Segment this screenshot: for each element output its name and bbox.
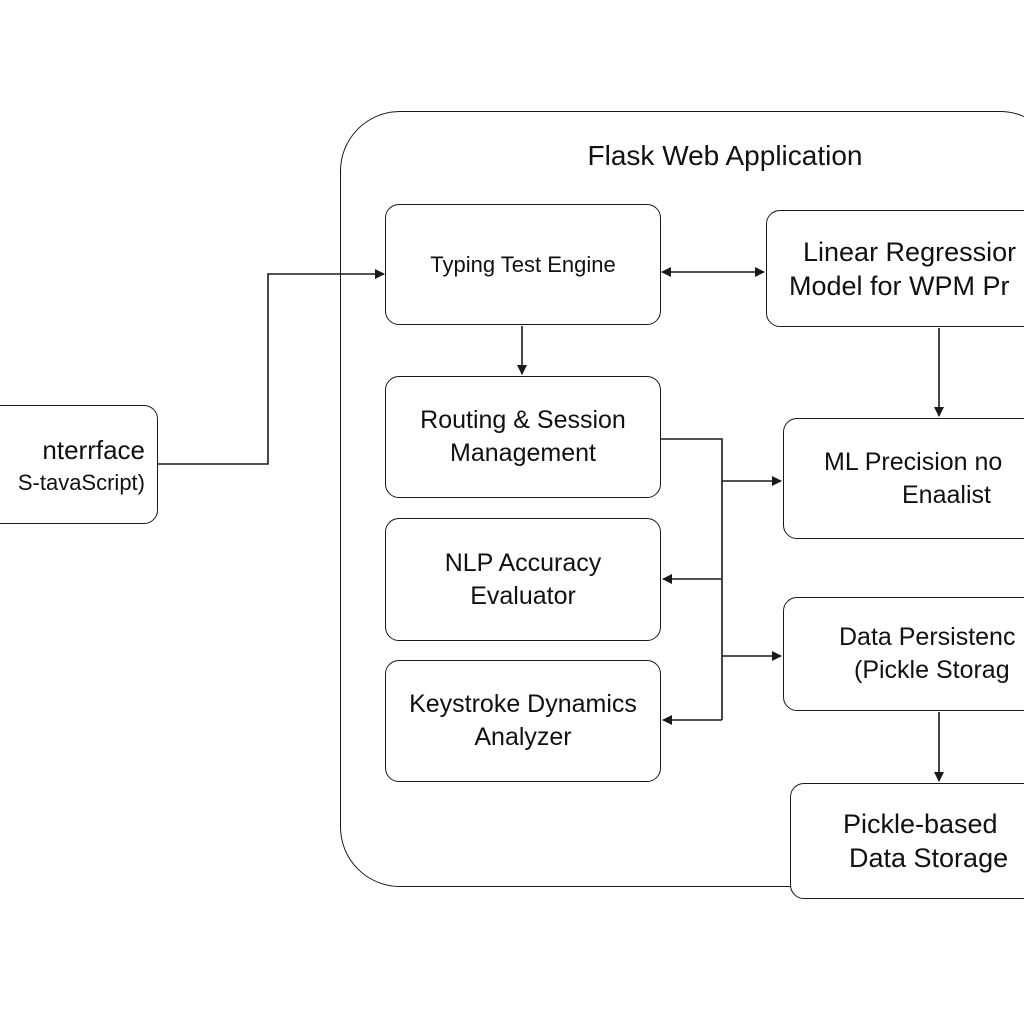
linear-regression-node: Linear Regressior Model for WPM Pr xyxy=(766,210,1024,327)
ml-precision-node: ML Precision no Enaalist xyxy=(783,418,1024,539)
routing-session-node: Routing & Session Management xyxy=(385,376,661,498)
linear-regression-line1: Linear Regressior xyxy=(803,236,1017,267)
pickle-storage-line1: Pickle-based xyxy=(843,809,998,839)
routing-session-line1: Routing & Session xyxy=(420,406,626,434)
pickle-storage-node: Pickle-based Data Storage xyxy=(790,783,1024,899)
keystroke-dynamics-node: Keystroke Dynamics Analyzer xyxy=(385,660,661,782)
nlp-accuracy-line1: NLP Accuracy xyxy=(444,548,602,577)
interface-node: nterrface S-tavaScript) xyxy=(0,405,158,524)
nlp-accuracy-line2: Evaluator xyxy=(470,581,576,610)
container-title: Flask Web Application xyxy=(587,140,863,171)
ml-precision-line1: ML Precision no xyxy=(824,447,1003,476)
data-persistence-node: Data Persistenc (Pickle Storag xyxy=(783,597,1024,711)
ml-precision-line2: Enaalist xyxy=(902,480,991,509)
data-persistence-line1: Data Persistenc xyxy=(839,623,1016,651)
keystroke-dynamics-line1: Keystroke Dynamics xyxy=(409,690,637,718)
interface-node-line2: S-tavaScript) xyxy=(17,469,145,495)
typing-test-engine-label: Typing Test Engine xyxy=(430,251,616,277)
pickle-storage-line2: Data Storage xyxy=(849,843,1009,873)
nlp-accuracy-node: NLP Accuracy Evaluator xyxy=(385,518,661,641)
data-persistence-line2: (Pickle Storag xyxy=(854,656,1010,684)
keystroke-dynamics-line2: Analyzer xyxy=(474,723,572,751)
typing-test-engine-node: Typing Test Engine xyxy=(385,204,661,325)
routing-session-line2: Management xyxy=(450,439,596,467)
linear-regression-line2: Model for WPM Pr xyxy=(789,270,1010,301)
interface-node-line1: nterrface xyxy=(42,434,145,465)
